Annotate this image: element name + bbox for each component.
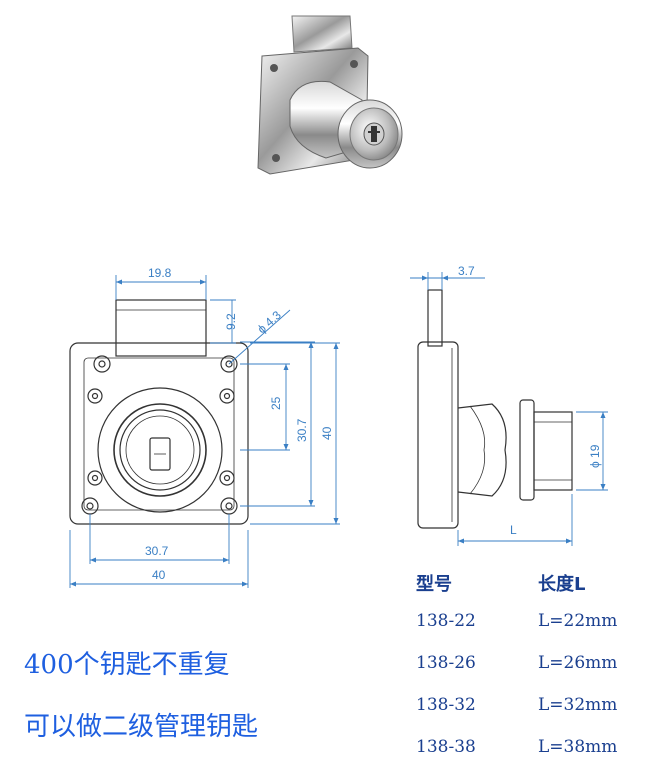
cell-model: 138-38 bbox=[416, 737, 476, 757]
side-view bbox=[417, 289, 573, 529]
cell-length: L=22mm bbox=[538, 611, 618, 631]
cell-length: L=32mm bbox=[538, 695, 618, 715]
dim-cylinder-diameter: ϕ 19 bbox=[588, 444, 602, 468]
header-model: 型号 bbox=[416, 574, 452, 595]
dim-hole-spacing-vertical: 30.7 bbox=[295, 418, 309, 442]
dim-key-offset: 25 bbox=[269, 396, 283, 410]
front-view bbox=[69, 299, 249, 525]
technical-drawing: 19.8 9.2 ϕ 4.3 25 30.7 40 30.7 40 3.7 ϕ … bbox=[69, 264, 608, 588]
cell-length: L=26mm bbox=[538, 653, 618, 673]
dim-hole-diameter: ϕ 4.3 bbox=[255, 308, 284, 337]
dim-body-height: 40 bbox=[320, 426, 334, 440]
spec-table: 型号 长度L 138-22 L=22mm 138-26 L=26mm 138-3… bbox=[400, 566, 640, 768]
dim-plate-thickness: 3.7 bbox=[458, 264, 475, 278]
tagline-unique-keys: 400个钥匙不重复 bbox=[24, 650, 230, 680]
side-dimension-lines bbox=[410, 272, 608, 546]
cell-model: 138-22 bbox=[416, 611, 476, 631]
cell-model: 138-26 bbox=[416, 653, 476, 673]
cell-length: L=38mm bbox=[538, 737, 618, 757]
front-dimension-lines bbox=[69, 275, 340, 588]
dim-body-width: 40 bbox=[152, 568, 166, 582]
table-row: 138-32 L=32mm bbox=[400, 684, 640, 726]
product-photo bbox=[257, 15, 403, 175]
spec-table-header: 型号 长度L bbox=[400, 566, 640, 600]
header-length: 长度L bbox=[538, 574, 586, 595]
tagline-master-key: 可以做二级管理钥匙 bbox=[24, 712, 259, 742]
dim-top-width: 19.8 bbox=[148, 266, 172, 280]
table-row: 138-26 L=26mm bbox=[400, 642, 640, 684]
cell-model: 138-32 bbox=[416, 695, 476, 715]
table-row: 138-38 L=38mm bbox=[400, 726, 640, 768]
dim-length: L bbox=[510, 523, 517, 537]
dim-hole-spacing-horizontal: 30.7 bbox=[145, 544, 169, 558]
table-row: 138-22 L=22mm bbox=[400, 600, 640, 642]
dim-bolt-height: 9.2 bbox=[224, 313, 238, 330]
